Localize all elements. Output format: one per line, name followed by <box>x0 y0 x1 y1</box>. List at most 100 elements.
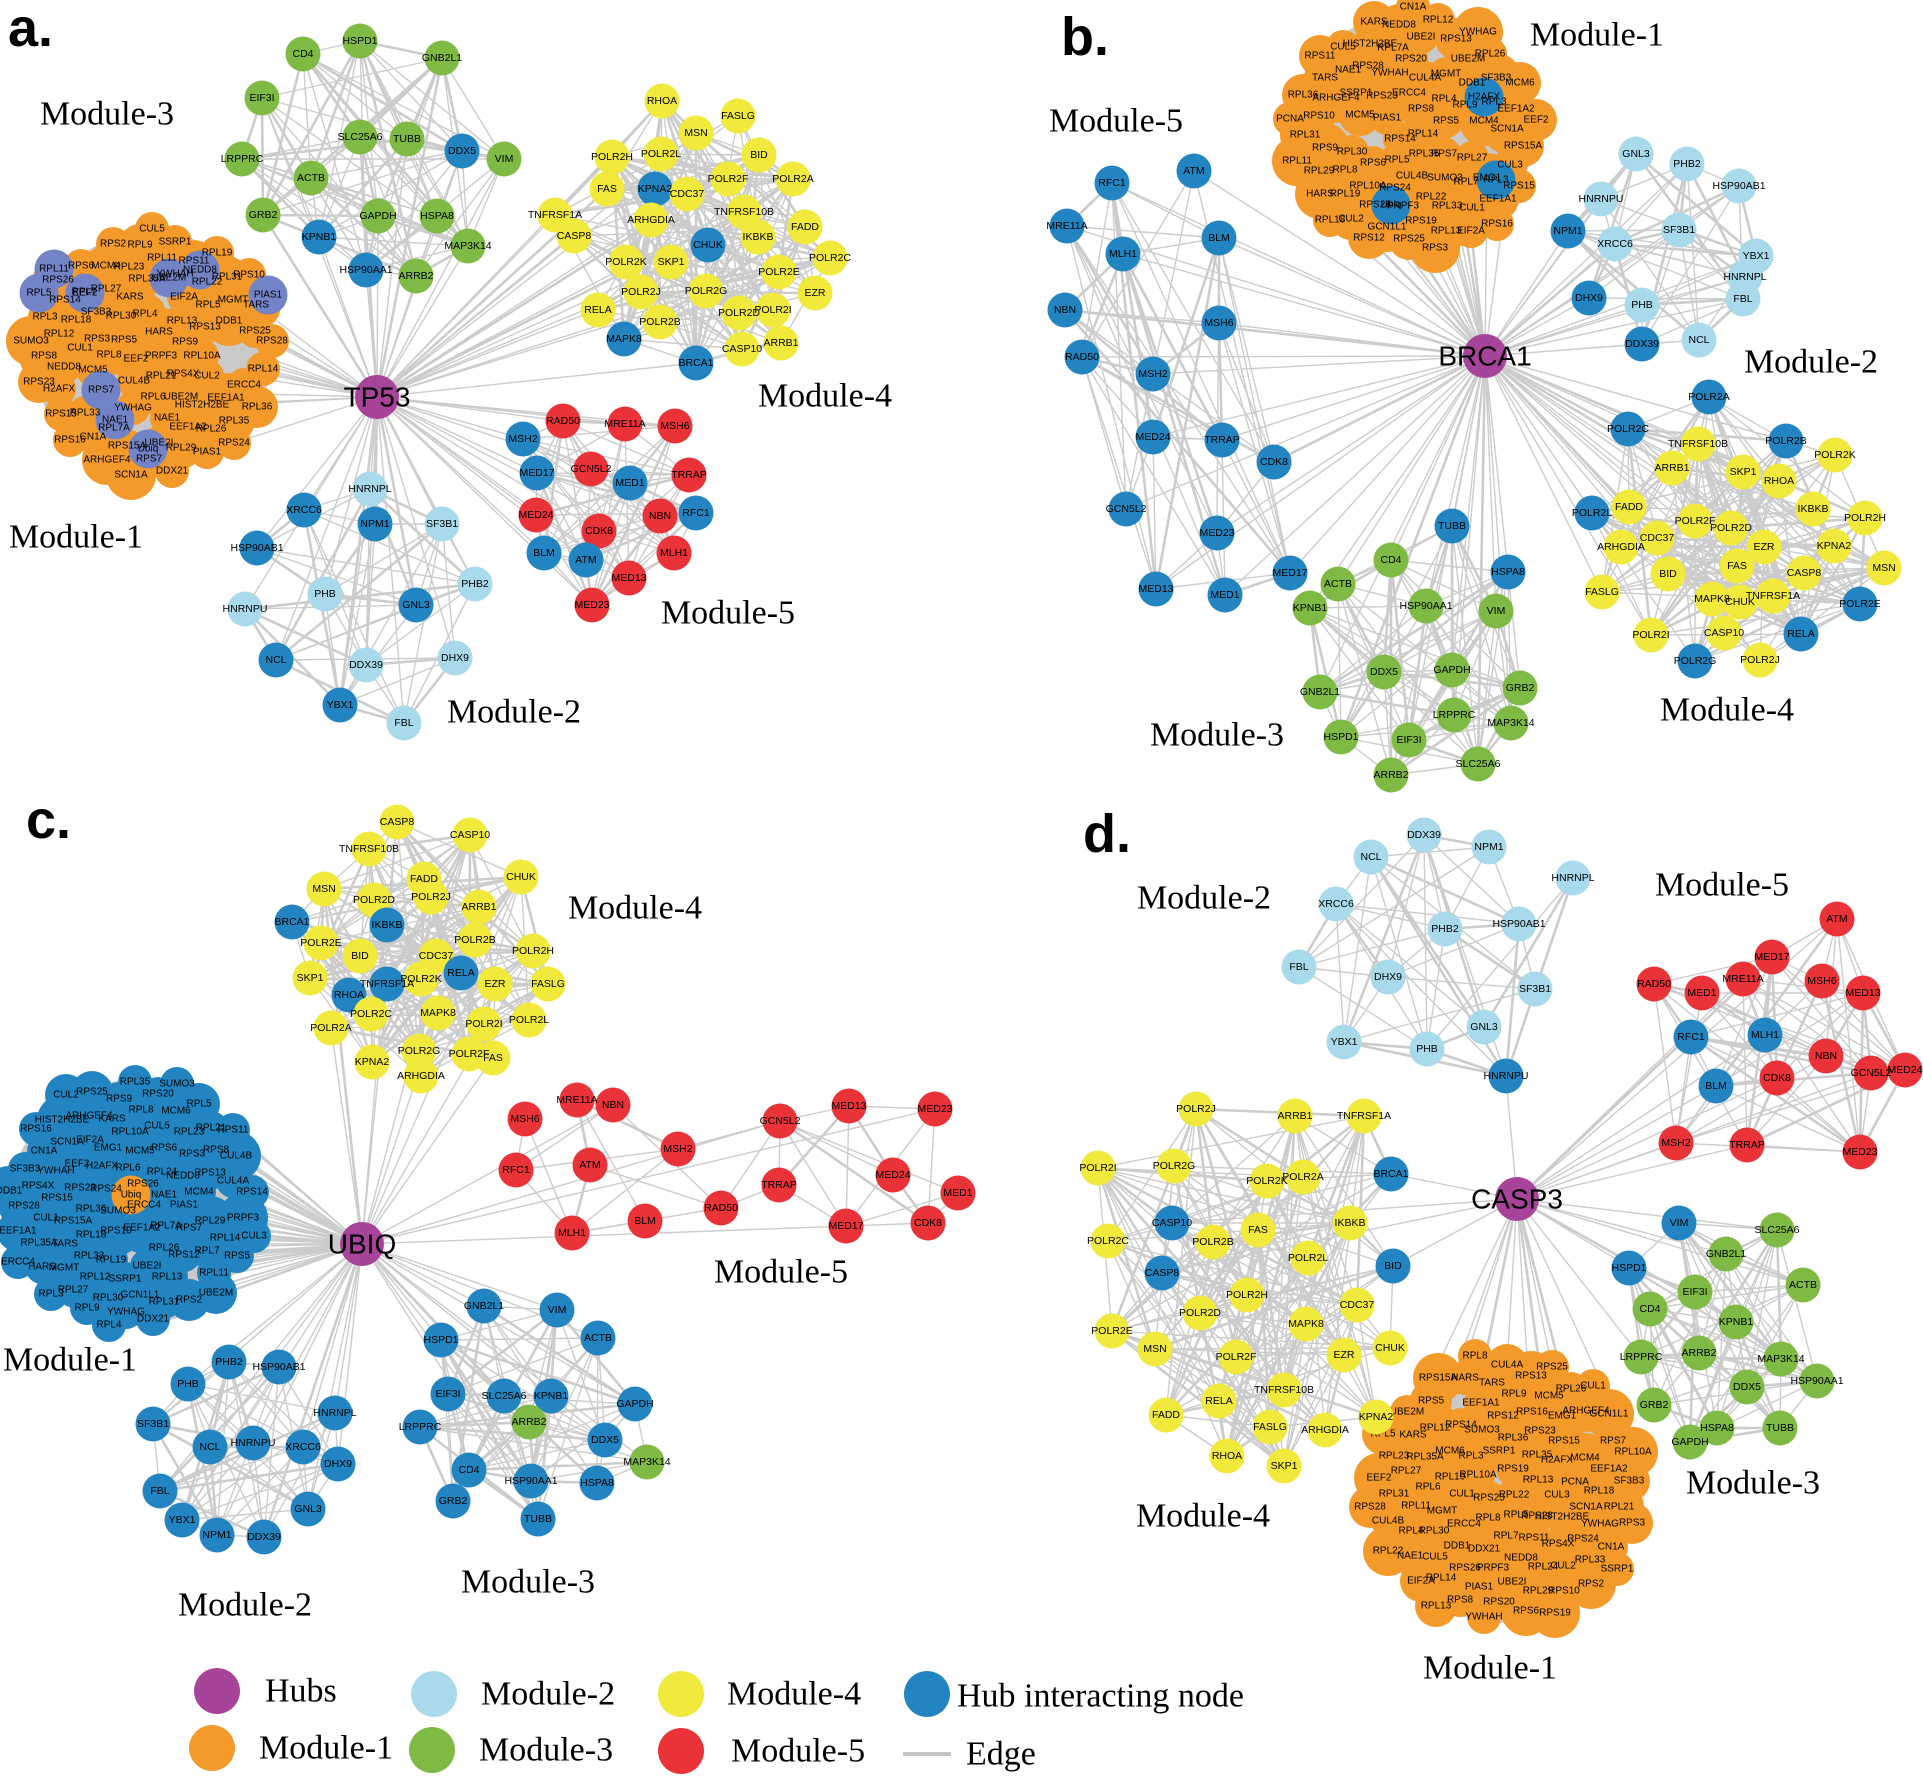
svg-text:RHOA: RHOA <box>1764 475 1794 487</box>
svg-text:EIF3I: EIF3I <box>435 1388 460 1400</box>
svg-text:NEDD8: NEDD8 <box>183 265 217 276</box>
svg-text:ACTB: ACTB <box>1324 578 1352 590</box>
svg-text:FADD: FADD <box>410 873 438 885</box>
svg-text:HIST2H2BE: HIST2H2BE <box>1535 1512 1590 1523</box>
svg-text:ARRB2: ARRB2 <box>511 1416 546 1428</box>
svg-text:RPS9: RPS9 <box>172 337 199 348</box>
svg-text:TUBB: TUBB <box>393 133 421 145</box>
svg-text:KARS: KARS <box>98 1114 126 1125</box>
svg-text:HNRNPU: HNRNPU <box>231 1437 276 1449</box>
svg-text:POLR2K: POLR2K <box>400 973 441 985</box>
svg-text:RPL6: RPL6 <box>115 1163 140 1174</box>
svg-text:ARHGEF4: ARHGEF4 <box>1562 1406 1610 1417</box>
svg-text:GNB2L1: GNB2L1 <box>464 1300 504 1312</box>
svg-text:PCNA: PCNA <box>1276 114 1304 125</box>
svg-text:SKP1: SKP1 <box>658 256 685 268</box>
svg-text:Module-3: Module-3 <box>461 1564 595 1601</box>
svg-text:MAPK8: MAPK8 <box>420 1007 456 1019</box>
svg-text:SF3B1: SF3B1 <box>1519 983 1551 995</box>
svg-text:Module-4: Module-4 <box>758 378 892 415</box>
svg-text:DHX9: DHX9 <box>1575 292 1603 304</box>
svg-text:ARRB2: ARRB2 <box>1681 1347 1716 1359</box>
svg-text:RPS12: RPS12 <box>168 1250 200 1261</box>
svg-text:RPS28: RPS28 <box>256 336 288 347</box>
svg-text:IKBKB: IKBKB <box>1335 1217 1366 1229</box>
svg-text:CN1A: CN1A <box>1400 2 1427 13</box>
svg-text:MED1: MED1 <box>1210 589 1239 601</box>
svg-text:RPL14: RPL14 <box>1426 1573 1457 1584</box>
svg-text:RPL36: RPL36 <box>1498 1433 1529 1444</box>
svg-text:RPL12: RPL12 <box>1423 15 1454 26</box>
svg-text:SKP1: SKP1 <box>1730 466 1757 478</box>
svg-text:CN1A: CN1A <box>1598 1542 1625 1553</box>
svg-text:EMG1: EMG1 <box>1548 1411 1577 1422</box>
svg-text:ERCC4: ERCC4 <box>227 380 261 391</box>
svg-text:PHB: PHB <box>1631 299 1653 311</box>
svg-text:Module-4: Module-4 <box>727 1676 861 1713</box>
svg-text:POLR2J: POLR2J <box>1176 1103 1216 1115</box>
svg-text:HNRNPL: HNRNPL <box>313 1407 356 1419</box>
svg-text:RPS16: RPS16 <box>54 435 86 446</box>
svg-text:RPL33: RPL33 <box>1575 1555 1606 1566</box>
svg-text:RHOA: RHOA <box>334 989 364 1001</box>
svg-text:MRE11A: MRE11A <box>1722 973 1763 985</box>
svg-text:FASLG: FASLG <box>721 110 755 122</box>
svg-text:RPL10A: RPL10A <box>111 1127 149 1138</box>
svg-text:CUL2: CUL2 <box>53 1090 79 1101</box>
svg-text:SSRP1: SSRP1 <box>1340 88 1373 99</box>
svg-text:MED24: MED24 <box>1887 1064 1922 1076</box>
svg-text:ARRB2: ARRB2 <box>1373 769 1408 781</box>
svg-text:POLR2H: POLR2H <box>591 151 633 163</box>
svg-text:RELA: RELA <box>584 304 611 316</box>
svg-text:PRPF3: PRPF3 <box>1477 1563 1510 1574</box>
svg-text:Module-1: Module-1 <box>1530 17 1664 54</box>
svg-text:PCNA: PCNA <box>1561 1477 1589 1488</box>
svg-text:HSPA8: HSPA8 <box>1700 1422 1734 1434</box>
svg-text:POLR2A: POLR2A <box>310 1022 351 1034</box>
svg-text:RPL10A: RPL10A <box>1459 1470 1497 1481</box>
svg-text:CDC37: CDC37 <box>419 950 454 962</box>
svg-text:MCM4: MCM4 <box>1570 1453 1600 1464</box>
svg-text:TNFRSF1A: TNFRSF1A <box>360 978 414 990</box>
svg-text:EEF1A2: EEF1A2 <box>1590 1464 1628 1475</box>
svg-text:GNL3: GNL3 <box>1470 1021 1498 1033</box>
svg-text:RPS4X: RPS4X <box>167 369 200 380</box>
svg-text:RPS10: RPS10 <box>233 270 265 281</box>
svg-text:RPS16: RPS16 <box>1481 219 1513 230</box>
svg-text:RPL4: RPL4 <box>132 309 157 320</box>
svg-text:FASLG: FASLG <box>1585 586 1619 598</box>
svg-text:SF3B1: SF3B1 <box>426 518 458 530</box>
svg-text:CASP10: CASP10 <box>722 343 762 355</box>
svg-text:RPS12: RPS12 <box>1487 1411 1519 1422</box>
svg-text:UBE2M: UBE2M <box>199 1288 233 1299</box>
svg-text:UBIQ: UBIQ <box>328 1229 396 1260</box>
svg-text:IKBKB: IKBKB <box>1798 503 1829 515</box>
svg-text:DDX21: DDX21 <box>1468 1544 1501 1555</box>
svg-text:MRE11A: MRE11A <box>556 1094 597 1106</box>
svg-text:RPS13: RPS13 <box>194 1168 226 1179</box>
svg-text:VIM: VIM <box>495 153 514 165</box>
svg-text:SF3B3: SF3B3 <box>10 1164 41 1175</box>
svg-text:RPS24: RPS24 <box>90 1184 122 1195</box>
svg-text:UBE2M: UBE2M <box>152 273 186 284</box>
svg-text:BRCA1: BRCA1 <box>678 357 713 369</box>
svg-text:POLR2J: POLR2J <box>411 891 451 903</box>
svg-text:RPL6: RPL6 <box>140 392 165 403</box>
svg-text:RPS10: RPS10 <box>100 1226 132 1237</box>
svg-text:HSP90AB1: HSP90AB1 <box>1492 918 1545 930</box>
svg-text:MSH2: MSH2 <box>508 433 537 445</box>
svg-text:CUL4B: CUL4B <box>220 1151 253 1162</box>
svg-text:EIF2A: EIF2A <box>1457 226 1485 237</box>
svg-text:HARS: HARS <box>1306 189 1334 200</box>
svg-text:CUL4A: CUL4A <box>217 1176 250 1187</box>
svg-text:PIAS1: PIAS1 <box>170 1200 199 1211</box>
svg-text:ARRB1: ARRB1 <box>1654 462 1689 474</box>
svg-text:HNRNPL: HNRNPL <box>348 483 391 495</box>
svg-text:RPS24: RPS24 <box>218 438 250 449</box>
svg-text:RHOA: RHOA <box>1212 1450 1242 1462</box>
svg-text:GAPDH: GAPDH <box>359 210 396 222</box>
svg-text:MSH2: MSH2 <box>1661 1137 1690 1149</box>
svg-text:EMG1: EMG1 <box>94 1143 123 1154</box>
svg-text:RPS8: RPS8 <box>203 1145 230 1156</box>
svg-text:PHB2: PHB2 <box>1431 923 1459 935</box>
